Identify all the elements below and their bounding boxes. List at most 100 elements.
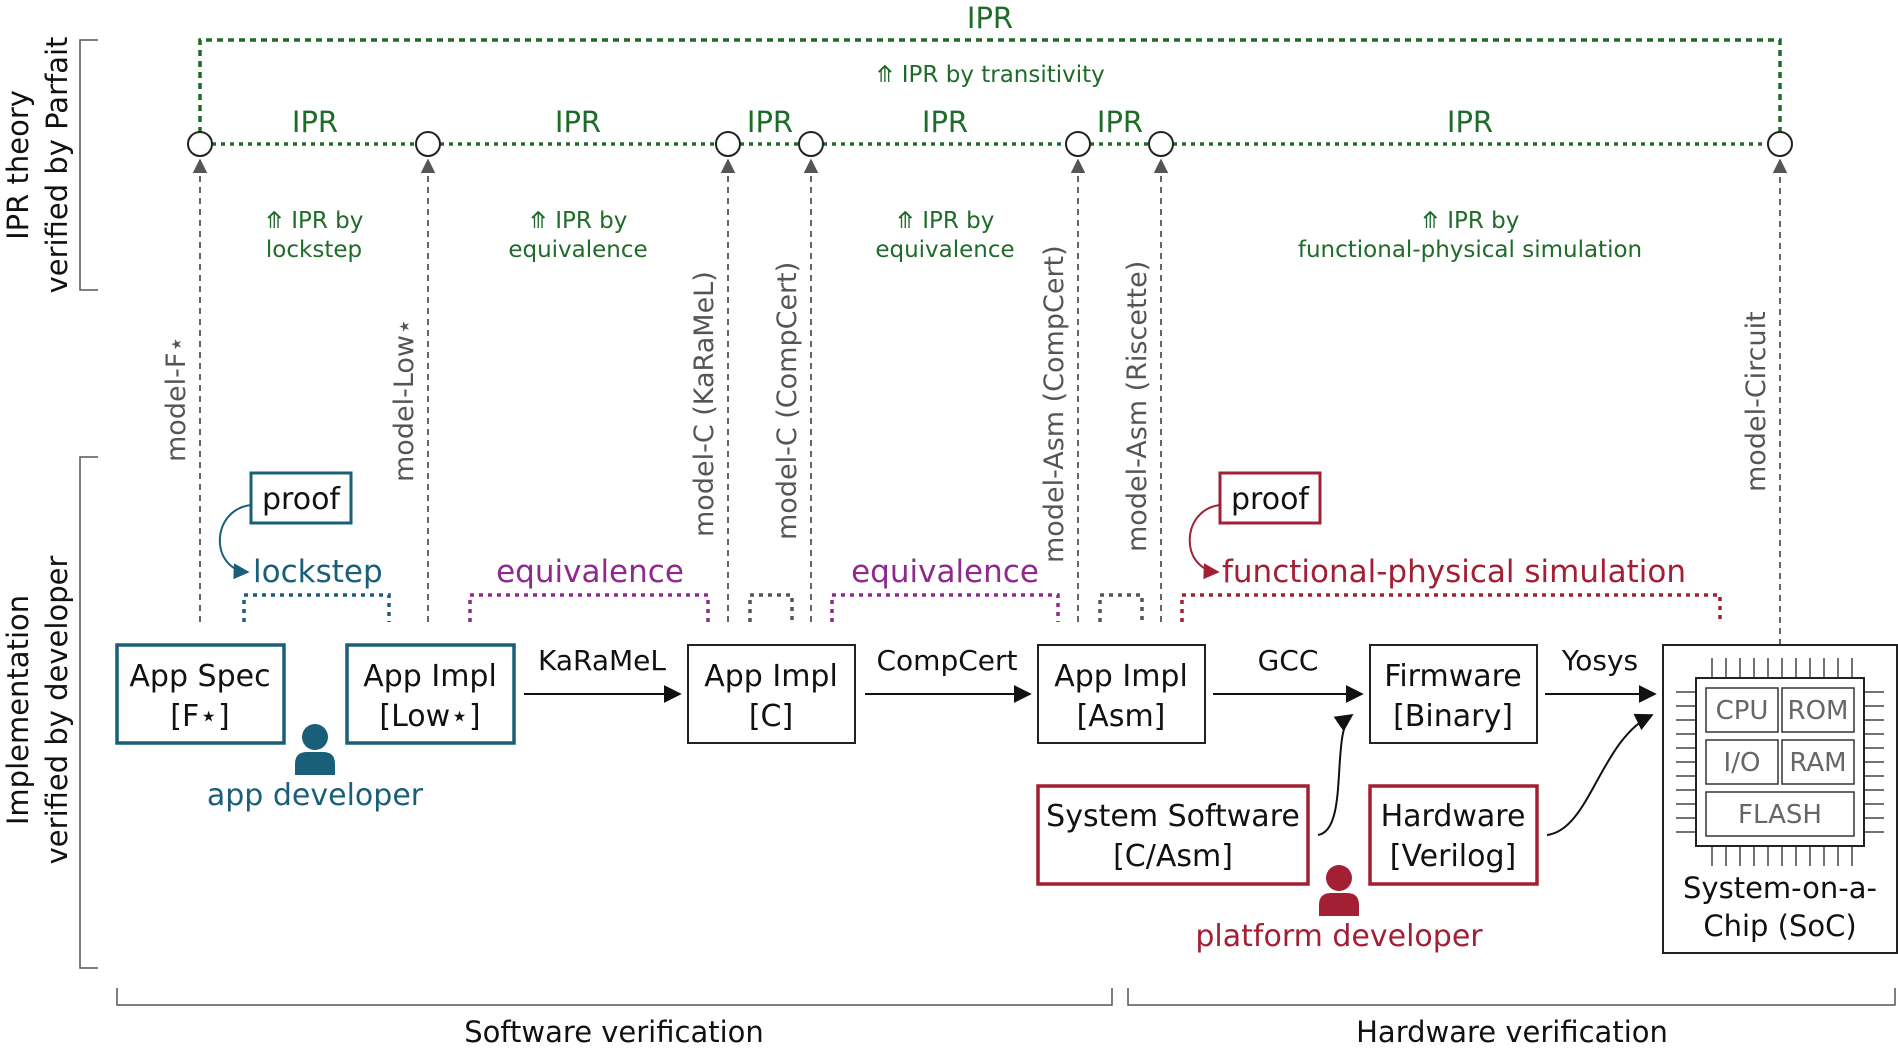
ipr-node-low	[415, 131, 441, 157]
ipr-node-c-compcert	[798, 131, 824, 157]
tool-label-compcert: CompCert	[877, 644, 1018, 677]
tool-arrows	[524, 685, 1657, 836]
ipr-top-bracket	[198, 38, 1782, 144]
model-label-f: model-F⋆	[161, 336, 192, 462]
model-label-asm-riscette: model-Asm (Riscette)	[1122, 261, 1153, 552]
box-system-software: System Software [C/Asm]	[1036, 784, 1310, 886]
chip-label-flash: FLASH	[1738, 800, 1822, 830]
ipr-by-fps-2: functional-physical simulation	[1298, 237, 1642, 263]
arrow-hardware-to-soc	[1546, 713, 1654, 836]
proof-box-left	[249, 471, 353, 525]
box-system-software-line1: System Software	[1046, 799, 1300, 834]
platform-developer-icon	[1319, 865, 1359, 916]
side-label-impl-1: Implementation	[1, 595, 35, 825]
ipr-segment-3: IPR	[747, 105, 793, 139]
ipr-by-lockstep-2: lockstep	[266, 237, 362, 263]
footer-software-label: Software verification	[464, 1015, 764, 1049]
box-app-spec: App Spec [F⋆]	[115, 643, 286, 745]
chip-block-ram	[1781, 739, 1855, 785]
tool-label-gcc: GCC	[1258, 644, 1319, 677]
box-soc-line2: Chip (SoC)	[1703, 909, 1856, 943]
ipr-segment-1: IPR	[292, 105, 338, 139]
ipr-node-circuit	[1767, 131, 1793, 157]
box-hardware-line1: Hardware	[1381, 799, 1526, 834]
ipr-node-c-karamel	[715, 131, 741, 157]
ipr-segment-4: IPR	[922, 105, 968, 139]
bracket-equivalence-2	[830, 593, 1060, 622]
model-label-circuit: model-Circuit	[1741, 311, 1772, 492]
bracket-fps	[1180, 593, 1722, 622]
ipr-segment-2: IPR	[555, 105, 601, 139]
box-firmware: Firmware [Binary]	[1369, 644, 1538, 744]
chip-pins	[1676, 658, 1884, 866]
bracket-lockstep	[242, 593, 391, 622]
left-bracket-implementation	[79, 456, 98, 969]
box-app-spec-line1: App Spec	[129, 659, 270, 694]
bracket-karamel-compcert-c	[748, 593, 794, 622]
proof-arrow-left	[218, 504, 252, 580]
box-app-impl-asm-line2: [Asm]	[1077, 699, 1166, 734]
box-app-impl-c-line2: [C]	[749, 699, 793, 734]
app-developer-label: app developer	[207, 778, 424, 813]
ipr-by-lockstep-1: ⤊ IPR by	[265, 208, 364, 234]
box-hardware: Hardware [Verilog]	[1368, 784, 1539, 886]
box-app-impl-asm-line1: App Impl	[1054, 659, 1188, 694]
app-developer-icon	[295, 724, 335, 775]
ipr-segment-6: IPR	[1447, 105, 1493, 139]
ipr-by-equivalence-1b: equivalence	[508, 237, 647, 263]
box-firmware-line1: Firmware	[1384, 659, 1522, 694]
ipr-node-asm-compcert	[1065, 131, 1091, 157]
model-label-asm-compcert: model-Asm (CompCert)	[1039, 245, 1070, 563]
chip-label-rom: ROM	[1788, 696, 1849, 726]
box-app-impl-c-line1: App Impl	[704, 659, 838, 694]
bracket-equivalence-1	[468, 593, 710, 622]
model-arrows	[192, 158, 1788, 645]
chip-label-cpu: CPU	[1716, 696, 1769, 726]
ipr-nodes	[187, 131, 1793, 157]
ipr-node-f	[187, 131, 213, 157]
chip-block-cpu	[1705, 687, 1779, 733]
ipr-by-equivalence-1a: ⤊ IPR by	[529, 208, 628, 234]
chip-block-flash	[1705, 791, 1855, 837]
ipr-transitivity-label: ⤊ IPR by transitivity	[875, 62, 1105, 88]
relation-equivalence-2: equivalence	[851, 554, 1039, 590]
ipr-segment-5: IPR	[1097, 105, 1143, 139]
box-hardware-line2: [Verilog]	[1390, 839, 1516, 874]
side-label-impl-2: verified by developer	[40, 556, 74, 865]
footer-bracket-hardware	[1127, 988, 1896, 1006]
relation-equivalence-1: equivalence	[496, 554, 684, 590]
chip-block-rom	[1781, 687, 1855, 733]
ipr-node-asm-riscette	[1148, 131, 1174, 157]
box-system-software-line2: [C/Asm]	[1113, 839, 1233, 874]
side-label-ipr-theory-2: verified by Parfait	[40, 37, 74, 294]
box-app-impl-low-line1: App Impl	[363, 659, 497, 694]
chip-block-io	[1705, 739, 1779, 785]
box-app-impl-c: App Impl [C]	[687, 644, 856, 744]
box-app-spec-line2: [F⋆]	[170, 699, 229, 734]
chip-label-ram: RAM	[1789, 748, 1846, 778]
box-soc-line1: System-on-a-	[1683, 871, 1877, 905]
ipr-by-equivalence-2b: equivalence	[875, 237, 1014, 263]
arrow-syssw-to-firmware	[1317, 713, 1354, 836]
model-label-low: model-Low⋆	[389, 318, 420, 482]
box-firmware-line2: [Binary]	[1393, 699, 1513, 734]
box-app-impl-low-line2: [Low⋆]	[379, 699, 480, 734]
proof-box-right	[1218, 471, 1322, 525]
side-label-ipr-theory-1: IPR theory	[1, 90, 35, 240]
relation-fps: functional-physical simulation	[1222, 554, 1686, 590]
proof-arrow-right	[1188, 504, 1221, 580]
proof-label-right: proof	[1231, 482, 1310, 517]
model-label-c-compcert: model-C (CompCert)	[772, 262, 803, 540]
relation-lockstep: lockstep	[253, 554, 383, 590]
box-app-impl-asm: App Impl [Asm]	[1037, 644, 1206, 744]
box-app-impl-low: App Impl [Low⋆]	[345, 643, 516, 745]
bracket-compcert-riscette-asm	[1098, 593, 1144, 622]
tool-label-karamel: KaRaMeL	[538, 644, 666, 677]
model-label-c-karamel: model-C (KaRaMeL)	[689, 271, 720, 537]
platform-developer-label: platform developer	[1195, 919, 1483, 954]
tool-label-yosys: Yosys	[1561, 644, 1638, 677]
footer-hardware-label: Hardware verification	[1356, 1015, 1668, 1049]
left-bracket-ipr-theory	[79, 39, 98, 291]
ipr-by-equivalence-2a: ⤊ IPR by	[896, 208, 995, 234]
ipr-top-label: IPR	[967, 1, 1013, 35]
